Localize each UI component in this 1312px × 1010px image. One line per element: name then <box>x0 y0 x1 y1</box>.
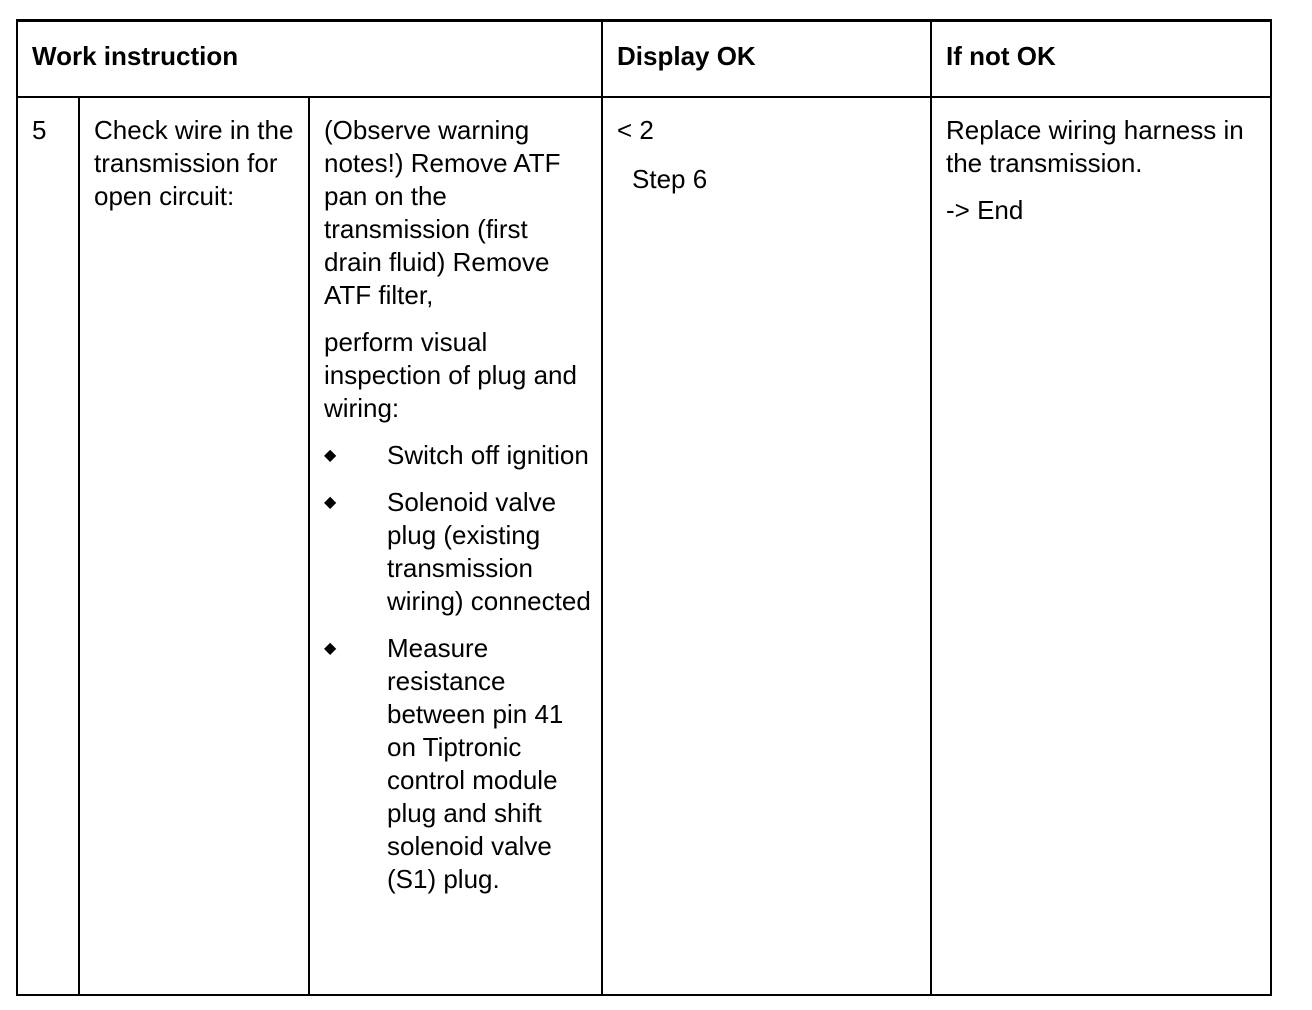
if-not-ok-action: Replace wiring harness in the transmissi… <box>946 114 1244 178</box>
header-display-ok: Display OK <box>601 19 932 98</box>
display-ok-next-step: Step 6 <box>632 163 708 194</box>
work-instruction-table: Work instruction Display OK If not OK 5 … <box>16 19 1272 996</box>
if-not-ok-next: -> End <box>946 194 1024 225</box>
instruction-paragraph-2: perform visual inspection of plug and wi… <box>324 326 577 423</box>
bullet-text: Measure resistance between pin 41 on Tip… <box>387 632 564 894</box>
list-item: ◆ Switch off ignition <box>324 439 591 472</box>
instruction-paragraph-1: (Observe warning notes!) Remove ATF pan … <box>324 114 561 310</box>
display-ok-value: < 2 <box>617 114 654 145</box>
if-not-ok-cell: Replace wiring harness in the transmissi… <box>930 95 1272 996</box>
instruction-bullet-list: ◆ Switch off ignition ◆ Solenoid valve p… <box>324 439 591 896</box>
diamond-bullet-icon: ◆ <box>324 639 337 657</box>
header-if-not-ok: If not OK <box>930 19 1272 98</box>
display-ok-cell: < 2 Step 6 <box>601 95 932 996</box>
bullet-text: Solenoid valve plug (existing transmissi… <box>387 486 591 616</box>
table-header-row: Work instruction Display OK If not OK <box>16 19 1272 98</box>
header-work-instruction: Work instruction <box>16 19 603 98</box>
check-cell: Check wire in the transmission for open … <box>78 95 310 996</box>
list-item: ◆ Measure resistance between pin 41 on T… <box>324 632 591 896</box>
diamond-bullet-icon: ◆ <box>324 446 337 464</box>
bullet-text: Switch off ignition <box>387 439 589 470</box>
diamond-bullet-icon: ◆ <box>324 493 337 511</box>
instructions-cell: (Observe warning notes!) Remove ATF pan … <box>308 95 603 996</box>
step-number-cell: 5 <box>16 95 80 996</box>
table-row: 5 Check wire in the transmission for ope… <box>16 95 1272 996</box>
step-number: 5 <box>32 114 47 145</box>
list-item: ◆ Solenoid valve plug (existing transmis… <box>324 486 591 618</box>
check-text: Check wire in the transmission for open … <box>94 114 294 211</box>
